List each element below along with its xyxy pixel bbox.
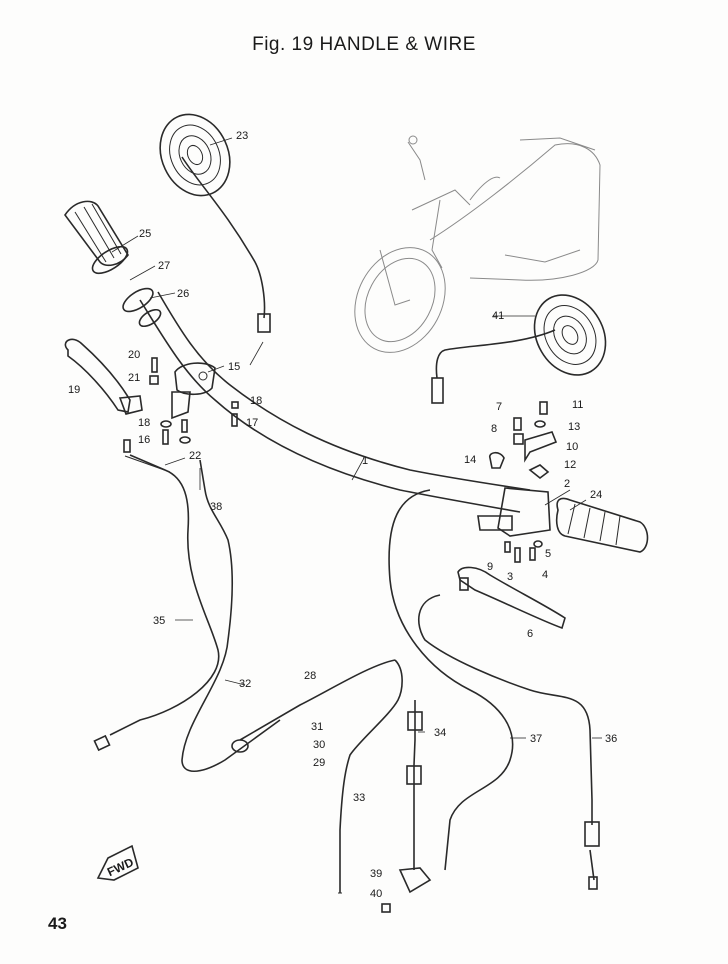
callout-labels: 1 2 3 4 5 6 7 8 9 10 11 12 13 14 15 16 1…: [68, 130, 617, 900]
callout-38: 38: [210, 501, 222, 513]
callout-15: 15: [228, 361, 240, 373]
callout-34: 34: [434, 727, 446, 739]
callout-14: 14: [464, 454, 476, 466]
callout-31: 31: [311, 721, 323, 733]
callout-29: 29: [313, 757, 325, 769]
left-grip: [64, 200, 162, 328]
callout-20: 20: [128, 349, 140, 361]
callout-40: 40: [370, 888, 382, 900]
callout-10: 10: [566, 441, 578, 453]
callout-19: 19: [68, 384, 80, 396]
callout-25: 25: [139, 228, 151, 240]
left-lever-assembly: [64, 338, 239, 453]
handlebar: [139, 291, 531, 513]
callout-37: 37: [530, 733, 542, 745]
right-mirror: [431, 294, 607, 404]
callout-7: 7: [496, 401, 502, 413]
callout-12: 12: [564, 459, 576, 471]
callout-17: 17: [246, 417, 258, 429]
callout-33: 33: [353, 792, 365, 804]
callout-32: 32: [239, 678, 251, 690]
figure-title: Fig. 19 HANDLE & WIRE: [252, 34, 476, 55]
fwd-direction-badge: FWD: [96, 844, 139, 881]
callout-18-left: 18: [138, 417, 150, 429]
callout-16: 16: [138, 434, 150, 446]
callout-39: 39: [370, 868, 382, 880]
callout-27: 27: [158, 260, 170, 272]
callout-8: 8: [491, 423, 497, 435]
callout-11: 11: [572, 399, 583, 411]
right-lever-assembly: [457, 401, 649, 630]
callout-6: 6: [527, 628, 533, 640]
callout-36: 36: [605, 733, 617, 745]
callout-9: 9: [487, 561, 493, 573]
callout-35: 35: [153, 615, 165, 627]
callout-3: 3: [507, 571, 513, 583]
fwd-label: FWD: [105, 855, 136, 879]
leader-lines: [111, 137, 602, 739]
left-mirror: [159, 113, 271, 333]
page-number: 43: [48, 914, 67, 933]
callout-24: 24: [590, 489, 602, 501]
callout-2: 2: [564, 478, 570, 490]
callout-28: 28: [304, 670, 316, 682]
motorcycle-silhouette: [354, 135, 601, 353]
callout-18-right: 18: [250, 395, 262, 407]
cables: [93, 454, 600, 913]
callout-22: 22: [189, 450, 201, 462]
callout-26: 26: [177, 288, 189, 300]
callout-1: 1: [362, 455, 368, 467]
callout-41: 41: [492, 310, 504, 322]
callout-4: 4: [542, 569, 548, 581]
callout-23: 23: [236, 130, 248, 142]
callout-21: 21: [128, 372, 140, 384]
callout-5: 5: [545, 548, 551, 560]
callout-13: 13: [568, 421, 580, 433]
callout-30: 30: [313, 739, 325, 751]
